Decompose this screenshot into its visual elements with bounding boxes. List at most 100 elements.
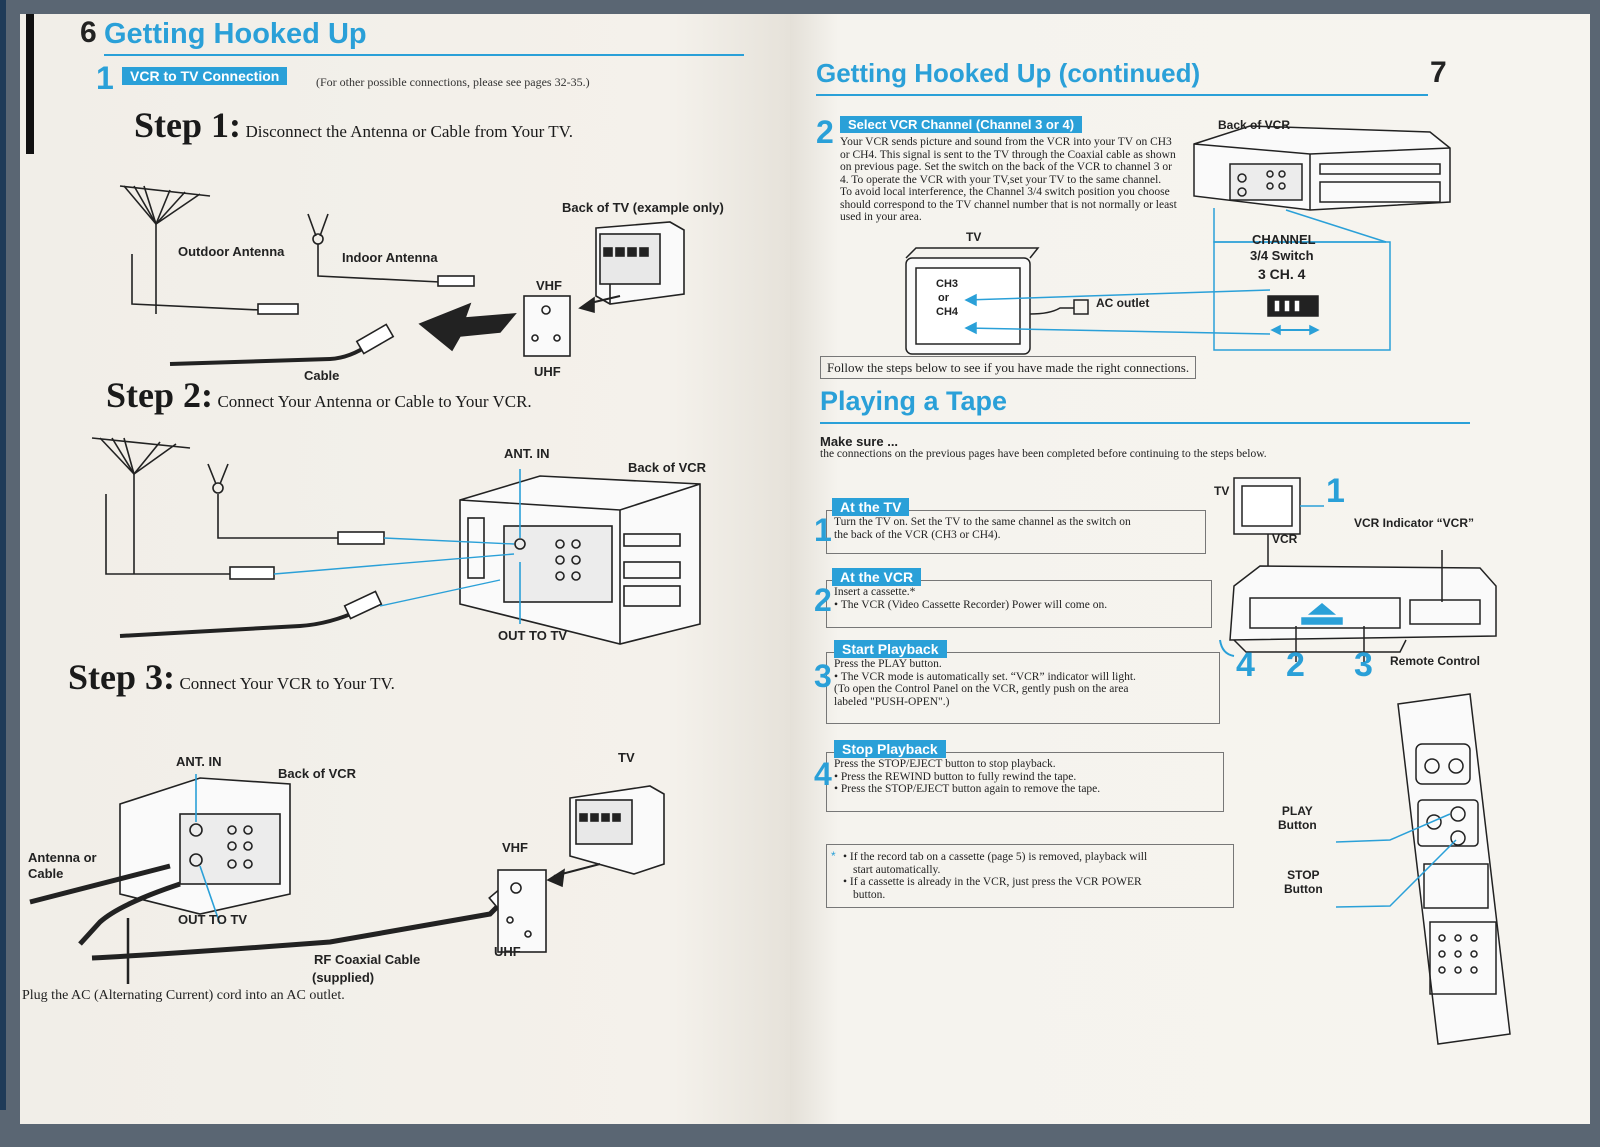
vhf-label: VHF [536,278,562,293]
tv-label: TV [966,230,982,244]
page-number: 6 [80,16,97,49]
back-of-vcr-label: Back of VCR [1218,118,1291,132]
right-page: Getting Hooked Up (continued) 7 2 Select… [790,14,1590,1124]
title-rule [816,94,1428,96]
back-of-tv-label: Back of TV (example only) [562,200,724,215]
vcr-back-icon [1193,125,1451,211]
remote-control-icon [1397,693,1511,1045]
ac-outlet-label: AC outlet [1096,296,1150,310]
outdoor-antenna-icon-2 [91,437,191,574]
vcr-front-icon [1229,565,1497,653]
step2-heading: Step 2: Connect Your Antenna or Cable to… [106,374,532,416]
step-tag: At the VCR [832,568,922,586]
note-star: * [831,849,836,863]
step-number: 1 [814,512,832,548]
binding-edge [0,0,6,1110]
step-tag: Start Playback [834,640,947,658]
back-of-vcr-label-2: Back of VCR [278,766,357,781]
outdoor-antenna-icon [119,185,211,314]
tv-label: TV [618,750,635,765]
page-number: 7 [1430,56,1447,89]
indoor-antenna-icon [307,213,329,245]
section-paragraph-1: Your VCR sends picture and sound from th… [840,136,1176,186]
step1-heading: Step 1: Disconnect the Antenna or Cable … [134,104,573,146]
step2-title: Step 2: [106,375,213,415]
out-to-tv-label: OUT TO TV [498,628,568,643]
ant-in-label: ANT. IN [504,446,550,461]
play-button-label: PLAY Button [1278,804,1317,832]
section-tag: VCR to TV Connection [122,67,288,85]
cable-label: Cable [304,368,340,383]
channel-label: CHANNEL [1252,232,1316,247]
ch4-label: CH4 [936,306,959,318]
fig-callout-4: 4 [1236,646,1255,684]
playing-title: Playing a Tape [820,386,1008,416]
section-tag: Select VCR Channel (Channel 3 or 4) [840,116,1083,133]
step-box-4: Stop Playback 4 Press the STOP/EJECT but… [814,740,1224,812]
step3-text: Connect Your VCR to Your TV. [179,674,395,693]
rf-cable-label: RF Coaxial Cable [314,952,421,967]
title-rule [104,54,744,56]
left-page: 6 Getting Hooked Up 1 VCR to TV Connecti… [20,14,790,1124]
step3-heading: Step 3: Connect Your VCR to Your TV. [68,656,395,698]
stop-button-label: STOP Button [1284,868,1323,896]
outdoor-antenna-label: Outdoor Antenna [178,244,285,259]
page-edge-mark [26,14,34,154]
fig-vcr-label: VCR [1272,532,1298,546]
step-text: Turn the TV on. Set the TV to the same c… [834,516,1131,541]
step-box-3: Start Playback 3 Press the PLAY button. … [814,640,1220,724]
remote-control-label: Remote Control [1390,654,1480,668]
fig-vcr-indicator-label: VCR Indicator “VCR” [1354,516,1475,530]
section-text: Your VCR sends picture and sound from th… [840,136,1180,224]
step1-text: Disconnect the Antenna or Cable from You… [245,122,573,141]
vhf-label-2: VHF [502,840,528,855]
step-number: 2 [814,582,832,618]
section-number: 2 [816,114,834,150]
follow-steps-note: Follow the steps below to see if you hav… [820,356,1197,379]
supplied-label: (supplied) [312,970,375,985]
tv-back-icon [595,221,685,305]
step-tag: Stop Playback [834,740,946,758]
back-of-vcr-label: Back of VCR [628,460,707,475]
antenna-or-cable-label: Antenna or Cable [28,850,97,881]
notes-box: * • If the record tab on a cassette (pag… [826,844,1234,908]
ant-in-label-2: ANT. IN [176,754,222,769]
vcr-back-icon-2 [119,777,291,915]
switch-label: 3/4 Switch [1250,248,1314,263]
fig-callout-1: 1 [1326,472,1345,510]
make-sure-text: the connections on the previous pages ha… [820,448,1267,460]
indoor-antenna-icon-2 [207,463,229,494]
ch-switch-label: 3 CH. 4 [1258,266,1306,282]
fig-tv-label: TV [1214,484,1230,498]
or-label: or [938,292,949,304]
step-number: 4 [814,756,832,792]
page-title: Getting Hooked Up (continued) [816,58,1201,88]
make-sure: Make sure ... [820,434,899,449]
fig-callout-2: 2 [1286,646,1305,684]
section-note: (For other possible connections, please … [316,75,590,89]
step-tag: At the TV [832,498,910,516]
step-box-1: At the TV 1 Turn the TV on. Set the TV t… [814,498,1206,554]
indoor-antenna-label: Indoor Antenna [342,250,438,265]
tv-front-icon [905,247,1040,355]
uhf-label-2: UHF [494,944,521,959]
tv-back-icon-2 [569,785,665,875]
fig-callout-3: 3 [1354,646,1373,684]
ch3-label: CH3 [936,278,959,290]
step-text: Press the STOP/EJECT button to stop play… [834,758,1101,795]
step-box-2: At the VCR 2 Insert a cassette.* • The V… [814,568,1212,628]
out-to-tv-label-2: OUT TO TV [178,912,248,927]
page-title: Getting Hooked Up [104,18,367,50]
ac-cord-note: Plug the AC (Alternating Current) cord i… [22,988,345,1003]
left-illustrations [29,185,701,984]
step-number: 3 [814,658,832,694]
notes-text: • If the record tab on a cassette (page … [843,851,1148,901]
step2-text: Connect Your Antenna or Cable to Your VC… [217,392,532,411]
playing-rule [820,422,1470,424]
section-paragraph-2: To avoid local interference, the Channel… [840,186,1177,223]
step3-title: Step 3: [68,657,175,697]
right-illustrations [905,125,1511,1045]
uhf-label: UHF [534,364,561,379]
section-number: 1 [96,60,114,96]
step-text: Insert a cassette.* • The VCR (Video Cas… [834,586,1108,611]
